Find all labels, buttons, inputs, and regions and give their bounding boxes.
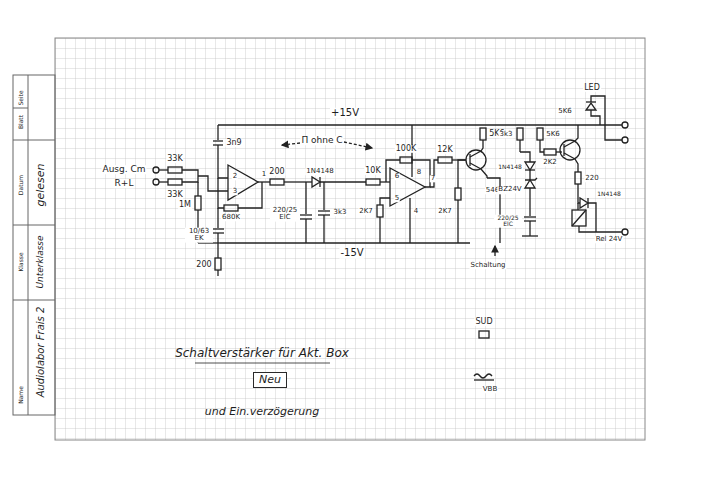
component-label: 3 [232, 188, 238, 195]
component-label: 3k3 [333, 209, 348, 216]
component-label: 1N4148 [497, 164, 523, 170]
component-label: 2 [232, 173, 238, 180]
grid-paper [55, 38, 645, 440]
component-label: 2K7 [358, 208, 374, 215]
title-block-text: Datum [18, 174, 24, 196]
component-label: 1 [261, 171, 267, 178]
component-label: 5K6 [545, 131, 561, 138]
component-label: Π ohne C [300, 136, 343, 145]
component-label: 220/25 ElC [270, 207, 300, 222]
component-label: 220 [584, 175, 599, 182]
component-label: LED [583, 84, 601, 92]
component-label: 1M [178, 201, 192, 209]
component-label: R+L [114, 179, 135, 188]
component-label: 33K [166, 155, 183, 163]
component-label: 220/25 ElC [494, 215, 522, 228]
component-label: 680K [221, 214, 241, 221]
component-label: 1N4148 [596, 191, 622, 197]
component-label: 100K [395, 145, 418, 153]
component-label: und Ein.verzögerung [204, 406, 320, 418]
component-label: SUD [474, 318, 493, 326]
wiring [153, 96, 628, 380]
component-label: Ausg. Cm [101, 165, 146, 174]
diagram-title: Schaltverstärker für Akt. Box [174, 347, 350, 360]
title-block-text: gelesen [35, 162, 47, 207]
title-block-text: Seite [18, 89, 24, 106]
component-label: 4 [413, 208, 419, 215]
title-block-text: Audiolabor Frais 2 [36, 306, 47, 399]
component-label: 6 [394, 173, 400, 180]
title-block-text: Name [18, 385, 24, 405]
component-label: 10/63 EK [185, 228, 213, 243]
component-label: 3k3 [499, 131, 514, 138]
title-block-text: Klasse [18, 251, 24, 272]
component-label: 200 [195, 261, 212, 269]
component-label: 3n9 [225, 139, 242, 147]
note-text: Neu [259, 373, 281, 386]
component-label: 8 [416, 169, 422, 176]
component-label: 12K [436, 146, 453, 154]
title-block-text: Unterklasse [36, 234, 45, 289]
component-label: 7 [430, 175, 436, 182]
component-label: VBB [482, 386, 498, 393]
component-label: 200 [268, 168, 285, 176]
component-label: 33K [166, 191, 183, 199]
component-label: Rel 24V [595, 236, 624, 243]
component-label: 1N4148 [305, 168, 335, 175]
component-label: 5 [394, 195, 400, 202]
title-block-text: Blatt [18, 114, 24, 130]
component-label: 5K6 [557, 108, 573, 115]
component-label: 2K2 [542, 159, 558, 166]
component-label: 10K [364, 167, 381, 175]
component-label: BZ24V [497, 186, 522, 193]
title-block [13, 75, 55, 415]
component-label: +15V [330, 108, 360, 119]
boxed-note: Neu [253, 372, 287, 388]
component-label: -15V [339, 248, 364, 259]
component-label: Schaltung [469, 262, 506, 269]
component-label: 2K7 [437, 208, 453, 215]
